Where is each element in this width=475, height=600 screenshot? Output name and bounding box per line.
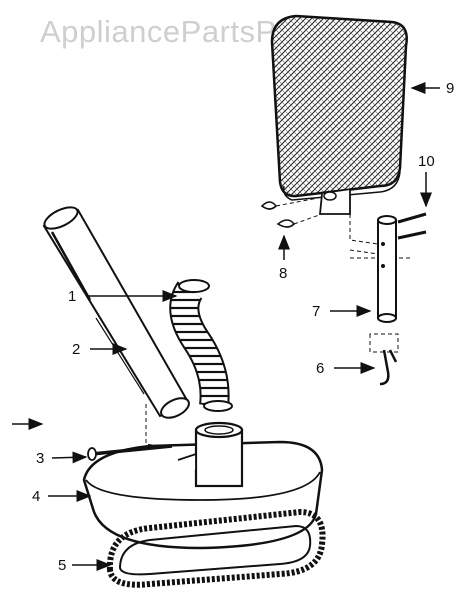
callout-9: 9 <box>446 80 454 97</box>
callout-3: 3 <box>36 450 44 467</box>
callout-4: 4 <box>32 488 40 505</box>
axle-pin <box>87 444 173 461</box>
handle-adapter-tube <box>369 215 399 353</box>
brush <box>106 508 326 588</box>
callout-10: 10 <box>418 153 435 170</box>
pole <box>42 206 190 451</box>
callout-5: 5 <box>58 557 66 574</box>
knob-fasteners <box>260 197 323 228</box>
callout-1: 1 <box>68 288 76 305</box>
leader-lines <box>48 82 440 571</box>
leaf-skimmer-net <box>270 14 408 215</box>
callout-8: 8 <box>279 265 287 282</box>
callout-2: 2 <box>72 341 80 358</box>
callout-6: 6 <box>316 360 324 377</box>
vacuum-hose <box>169 279 233 412</box>
callout-7: 7 <box>312 303 320 320</box>
screws <box>349 212 427 259</box>
vacuum-head <box>82 421 324 550</box>
clip <box>379 349 398 386</box>
